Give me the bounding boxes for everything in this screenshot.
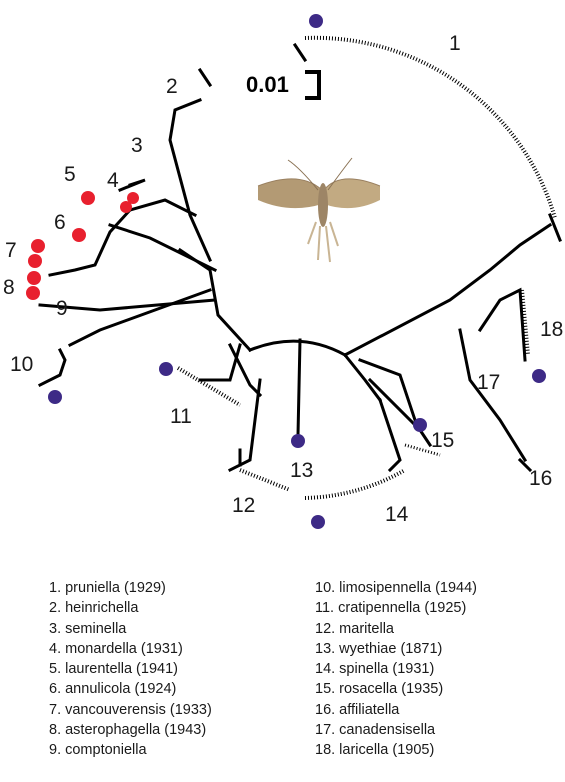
legend-item: 12. maritella [315, 619, 477, 639]
clade-label-5: 5 [64, 163, 76, 186]
clade-label-16: 16 [529, 467, 552, 490]
clade-label-4: 4 [107, 169, 119, 192]
clade-label-6: 6 [54, 211, 66, 234]
legend-item: 6. annulicola (1924) [49, 679, 212, 699]
legend-item: 16. affiliatella [315, 700, 477, 720]
clade-label-12: 12 [232, 494, 255, 517]
legend-item: 10. limosipennella (1944) [315, 578, 477, 598]
purple-marker [291, 434, 305, 448]
legend-item: 3. seminella [49, 619, 212, 639]
clade-label-15: 15 [431, 429, 454, 452]
red-marker [81, 191, 95, 205]
legend-item: 11. cratipennella (1925) [315, 598, 477, 618]
clade-label-9: 9 [56, 297, 68, 320]
red-marker [28, 254, 42, 268]
scale-bar-label: 0.01 [246, 72, 289, 97]
clade-label-18: 18 [540, 318, 563, 341]
legend-item: 5. laurentella (1941) [49, 659, 212, 679]
legend-item: 8. asterophagella (1943) [49, 720, 212, 740]
legend-left-column: 1. pruniella (1929) 2. heinrichella 3. s… [49, 578, 212, 761]
red-marker [27, 271, 41, 285]
clade-label-7: 7 [5, 239, 17, 262]
red-marker [26, 286, 40, 300]
clade-label-13: 13 [290, 459, 313, 482]
clade-14-tips [305, 470, 405, 498]
red-marker [72, 228, 86, 242]
moth-image [250, 148, 380, 268]
legend-item: 14. spinella (1931) [315, 659, 477, 679]
legend-item: 15. rosacella (1935) [315, 679, 477, 699]
legend-item: 2. heinrichella [49, 598, 212, 618]
scale-bar: 0.01 [246, 72, 319, 98]
legend-right-column: 10. limosipennella (1944) 11. cratipenne… [315, 578, 477, 761]
legend-item: 17. canadensisella [315, 720, 477, 740]
legend-item: 13. wyethiae (1871) [315, 639, 477, 659]
legend-item: 1. pruniella (1929) [49, 578, 212, 598]
clade-label-11: 11 [170, 405, 192, 428]
clade-label-17: 17 [477, 371, 500, 394]
purple-marker [159, 362, 173, 376]
red-marker [31, 239, 45, 253]
purple-marker [311, 515, 325, 529]
clade-label-10: 10 [10, 353, 33, 376]
purple-marker [309, 14, 323, 28]
legend-item: 7. vancouverensis (1933) [49, 700, 212, 720]
purple-marker [413, 418, 427, 432]
clade-label-2: 2 [166, 75, 178, 98]
clade-label-1: 1 [449, 32, 461, 55]
purple-marker [48, 390, 62, 404]
purple-marker [532, 369, 546, 383]
legend-item: 9. comptoniella [49, 740, 212, 760]
clade-12-tips [240, 470, 290, 490]
clade-label-8: 8 [3, 276, 15, 299]
phylogenetic-tree: 0.01 1 2 3 4 5 6 7 8 9 10 11 12 13 14 15 [0, 0, 565, 560]
legend-item: 18. laricella (1905) [315, 740, 477, 760]
legend-item: 4. monardella (1931) [49, 639, 212, 659]
red-marker [120, 201, 132, 213]
clade-label-3: 3 [131, 134, 143, 157]
clade-label-14: 14 [385, 503, 409, 526]
